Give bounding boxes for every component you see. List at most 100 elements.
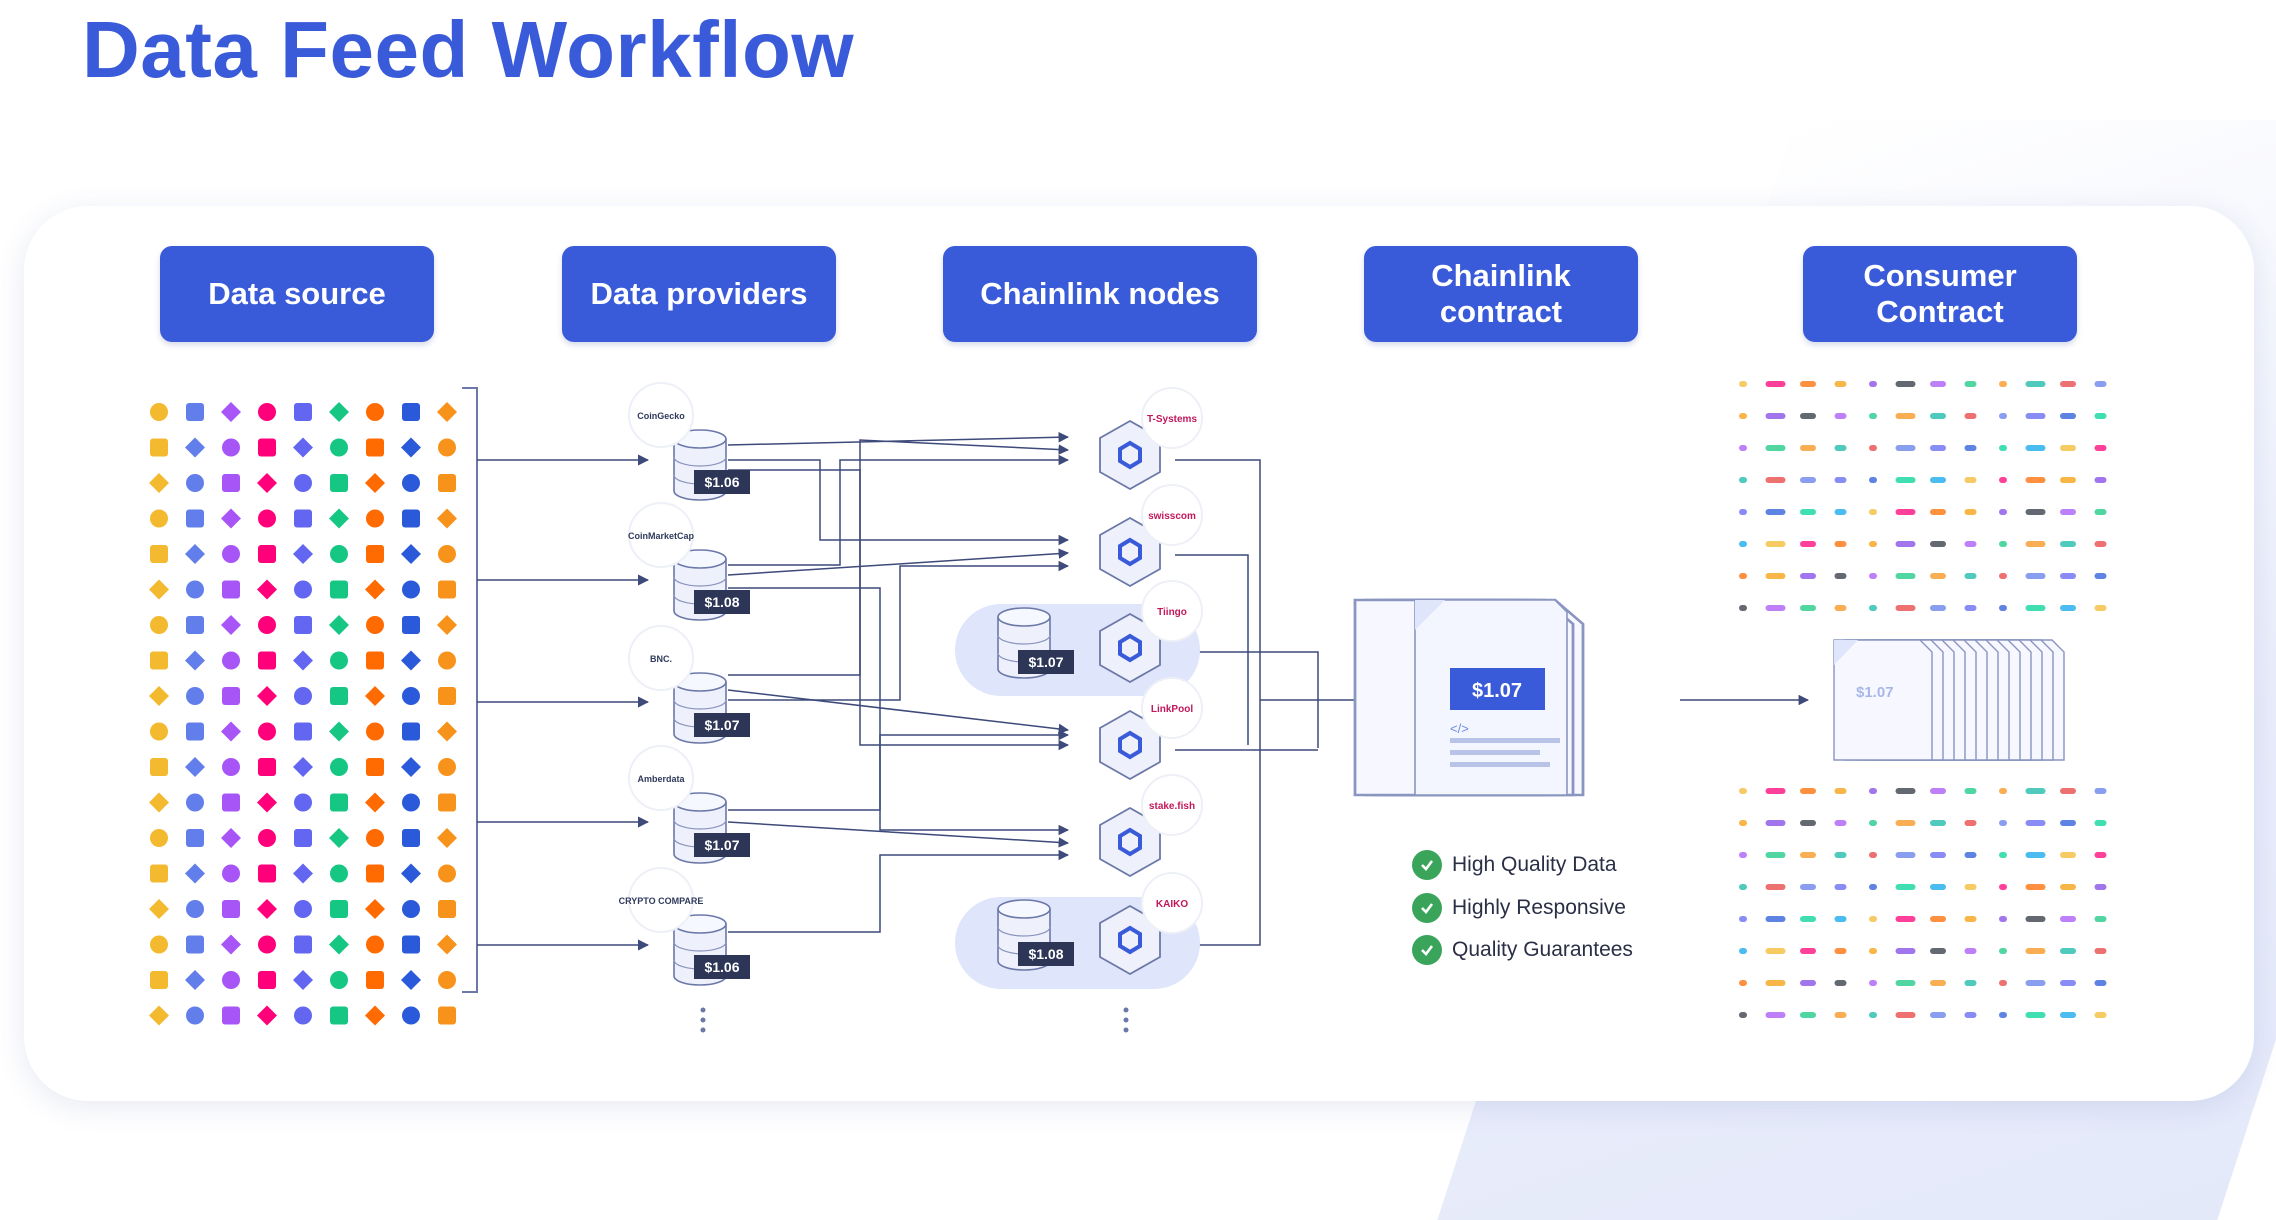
- data-source-logo-icon: [330, 758, 348, 776]
- data-source-logo-icon: [330, 1006, 348, 1025]
- consumer-logo-icon: [2060, 605, 2076, 611]
- provider-name: CoinMarketCap: [628, 531, 695, 541]
- consumer-logo-icon: [1739, 820, 1747, 826]
- consumer-logo-icon: [1834, 916, 1847, 922]
- consumer-logo-icon: [1800, 788, 1816, 794]
- price-tag: [694, 713, 750, 737]
- data-source-logo-icon: [330, 687, 348, 705]
- data-source-logo-icon: [257, 1005, 277, 1026]
- consumer-logo-icon: [1800, 509, 1816, 515]
- provider-name: CRYPTO COMPARE: [619, 896, 704, 906]
- consumer-logo-icon: [2060, 1012, 2076, 1018]
- providers-more-icon: [700, 1007, 706, 1033]
- consumer-logo-icon: [1739, 509, 1747, 515]
- consumer-logo-icon: [1964, 573, 1977, 579]
- source-to-provider-arrows: [477, 454, 650, 951]
- consumer-logo-icon: [1930, 1012, 1946, 1018]
- data-source-logo-icon: [401, 650, 421, 671]
- consumer-logo-icon: [1895, 852, 1916, 858]
- data-source-logo-icon: [186, 616, 204, 634]
- data-source-logo-icon: [330, 651, 348, 670]
- consumer-logo-icon: [2060, 509, 2076, 515]
- consumer-logo-icon: [1869, 980, 1877, 986]
- consumer-logo-icon: [1999, 948, 2007, 954]
- node-operator-name: stake.fish: [1149, 801, 1195, 812]
- consumer-logo-icon: [1895, 477, 1916, 483]
- price-tag: [694, 590, 750, 614]
- consumer-logo-icon: [1765, 948, 1786, 954]
- data-source-logo-icon: [438, 545, 456, 563]
- node-operator-logo: [1141, 580, 1203, 642]
- data-source-logo-icon: [221, 934, 241, 955]
- page-title: Data Feed Workflow: [82, 5, 855, 94]
- consumer-logo-icon: [2025, 820, 2046, 826]
- data-source-logo-icon: [222, 900, 240, 918]
- consumer-logo-icon: [1739, 852, 1747, 858]
- consumer-logo-icon: [1964, 541, 1977, 547]
- data-source-logo-icon: [222, 864, 240, 883]
- consumer-logo-icon: [2025, 605, 2046, 611]
- node-operator-name: Tiingo: [1157, 607, 1187, 618]
- consumer-logo-icon: [1800, 477, 1816, 483]
- provider-group: CoinGecko$1.06CoinMarketCap$1.08BNC.$1.0…: [619, 382, 750, 986]
- consumer-logo-icon: [1869, 541, 1877, 547]
- consumer-logo-icon: [2060, 980, 2076, 986]
- consumer-logo-icon: [2060, 477, 2076, 483]
- consumer-logo-icon: [1800, 884, 1816, 890]
- consumer-logo-icon: [1765, 852, 1786, 858]
- data-source-logo-icon: [365, 579, 385, 600]
- consumer-logo-icon: [1999, 980, 2007, 986]
- consumer-logo-icon: [1834, 509, 1847, 515]
- consumer-logo-icon: [1834, 788, 1847, 794]
- data-source-logo-icon: [294, 722, 312, 741]
- consumer-logo-icon: [1964, 788, 1977, 794]
- data-source-logo-icon: [438, 687, 456, 705]
- consumer-logo-icon: [2060, 573, 2076, 579]
- consumer-logo-icon: [2060, 445, 2076, 451]
- data-source-logo-icon: [366, 403, 384, 421]
- data-source-logo-icon: [222, 687, 240, 705]
- data-source-logo-icon: [185, 970, 205, 990]
- consumer-logo-icon: [1739, 1012, 1747, 1018]
- data-source-logo-icon: [330, 438, 348, 457]
- chainlink-node: T-Systems: [1098, 387, 1203, 491]
- consumer-logo-icon: [1964, 948, 1977, 954]
- data-source-logo-icon: [294, 616, 312, 634]
- data-source-logo-icon: [257, 686, 277, 706]
- data-source-logo-icon: [150, 722, 168, 741]
- data-source-logo-icon: [294, 829, 312, 847]
- consumer-logo-icon: [1800, 381, 1816, 387]
- data-source-logo-icon: [401, 437, 421, 458]
- consumer-logo-icon: [1999, 820, 2007, 826]
- consumer-logo-icon: [2094, 541, 2107, 547]
- chainlink-contract-stack: [1353, 598, 1585, 797]
- data-source-logo-icon: [222, 438, 240, 457]
- data-source-logo-icon: [150, 971, 168, 989]
- data-source-logo-icon: [330, 793, 348, 812]
- consumer-logo-icon: [1930, 820, 1946, 826]
- data-source-logo-icon: [221, 508, 241, 529]
- consumer-logo-icon: [1800, 413, 1816, 419]
- consumer-logo-icon: [1765, 445, 1786, 451]
- data-source-logo-icon: [329, 402, 349, 422]
- data-source-logo-icon: [186, 935, 204, 954]
- consumer-price: $1.07: [1856, 684, 1894, 701]
- consumer-logo-icon: [1800, 852, 1816, 858]
- data-source-logo-icon: [402, 403, 420, 421]
- data-source-logo-icon: [402, 829, 420, 847]
- data-source-logo-icon: [438, 580, 456, 599]
- consumer-logo-icon: [1765, 980, 1786, 986]
- consumer-logo-icon: [2094, 381, 2107, 387]
- consumer-logo-icon: [2094, 445, 2107, 451]
- data-source-logo-icon: [294, 474, 312, 492]
- consumer-logo-icon: [1834, 948, 1847, 954]
- consumer-logo-icon: [1869, 413, 1877, 419]
- consumer-logo-icon: [2025, 916, 2046, 922]
- data-source-logo-icon: [149, 899, 169, 919]
- data-source-logo-icon: [258, 616, 276, 634]
- provider-logo: [628, 502, 694, 568]
- consumer-logo-icon: [1869, 1012, 1877, 1018]
- data-source-logo-icon: [149, 579, 169, 600]
- data-source-logo-icon: [438, 651, 456, 670]
- data-source-logo-icon: [150, 758, 168, 776]
